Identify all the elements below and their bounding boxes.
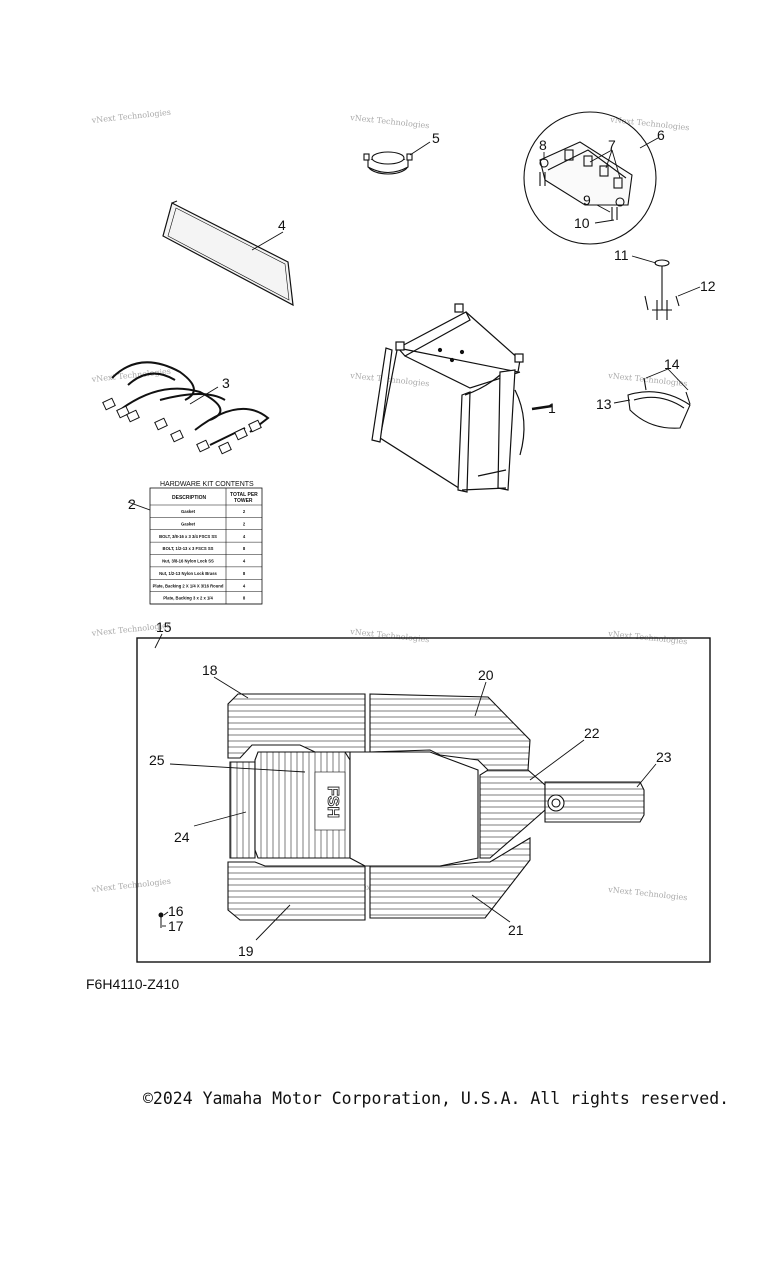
hardware-kit-row-qty: 2 — [243, 521, 246, 526]
hardware-kit-row-description: BOLT, 3/8-16 x 3 3/4 FSCS SS — [159, 534, 217, 539]
hardware-kit-row-description: Gasket — [181, 509, 196, 514]
hardware-kit-row-qty: 4 — [243, 559, 246, 564]
part-13-light — [627, 377, 691, 429]
callout-23: 23 — [656, 749, 672, 765]
hardware-kit-row-description: Plate, Backing 2 X 1/4 X 3/16 Round — [153, 583, 224, 588]
callout-13: 13 — [596, 396, 612, 412]
watermark: vNext Technologies — [609, 115, 690, 132]
mat-pieces: FSH — [227, 693, 645, 921]
hardware-kit-title: HARDWARE KIT CONTENTS — [160, 481, 254, 488]
mat-piece-22 — [479, 769, 546, 859]
watermark: vNext Technologies — [349, 113, 430, 130]
callout-9: 9 — [583, 192, 591, 208]
watermark: vNext Technologies — [607, 371, 688, 388]
hardware-kit-row-qty: 2 — [243, 509, 246, 514]
callout-22: 22 — [584, 725, 600, 741]
part-4-panel — [162, 200, 294, 307]
mat-piece-19 — [227, 861, 366, 921]
callout-24: 24 — [174, 829, 190, 845]
part-6-detail — [523, 111, 657, 245]
mat-piece-24 — [229, 761, 256, 859]
callout-10: 10 — [574, 215, 590, 231]
hardware-kit-row-description: Nut, 1/2-13 Nylon Lock Brass — [159, 571, 217, 576]
part-11-12-bolts — [644, 259, 680, 320]
callout-16: 16 — [168, 903, 184, 919]
callout-25: 25 — [149, 752, 165, 768]
callout-3: 3 — [222, 375, 230, 391]
hardware-kit-col-description: DESCRIPTION — [172, 495, 207, 501]
hardware-kit-col-total: TOTAL PER — [230, 492, 258, 498]
mat-piece-21 — [369, 837, 531, 919]
callout-1: 1 — [548, 400, 556, 416]
hardware-kit-row-description: BOLT, 1/2-13 x 3 FSCS SS — [163, 546, 214, 551]
callout-17: 17 — [168, 918, 184, 934]
mat-piece-18 — [227, 693, 366, 759]
callout-5: 5 — [432, 130, 440, 146]
callout-4: 4 — [278, 217, 286, 233]
mat-logo: FSH — [324, 786, 341, 818]
watermark: vNext Technologies — [90, 108, 171, 125]
mat-piece-20 — [369, 693, 531, 771]
hardware-kit-row-qty: 8 — [243, 596, 246, 601]
part-5-cap — [363, 151, 413, 175]
callout-19: 19 — [238, 943, 254, 959]
part-16-17-screws — [158, 912, 164, 928]
callout-21: 21 — [508, 922, 524, 938]
callout-20: 20 — [478, 667, 494, 683]
callout-12: 12 — [700, 278, 716, 294]
leader-lines — [127, 137, 701, 941]
callout-14: 14 — [664, 356, 680, 372]
hardware-kit-row-qty: 8 — [243, 546, 246, 551]
hardware-kit-row-qty: 8 — [243, 571, 246, 576]
callout-15: 15 — [156, 619, 172, 635]
hardware-kit-row-qty: 4 — [243, 534, 246, 539]
watermark: vNext Technologies — [90, 877, 171, 894]
hardware-kit-row-qty: 4 — [243, 583, 246, 588]
mat-kit-frame — [136, 637, 711, 963]
callout-11: 11 — [614, 247, 629, 263]
hardware-kit-row-description: Gasket — [181, 521, 196, 526]
part-3-harness — [102, 361, 270, 455]
hardware-kit-col-tower: TOWER — [234, 498, 253, 504]
callout-numbers: 1 2 3 4 5 6 7 8 9 10 11 12 13 14 15 16 1… — [128, 127, 716, 959]
watermark: vNext Technologies — [607, 885, 688, 902]
callout-2: 2 — [128, 496, 136, 512]
callout-18: 18 — [202, 662, 218, 678]
callout-6: 6 — [657, 127, 665, 143]
callout-8: 8 — [539, 137, 547, 153]
mat-piece-23 — [544, 781, 645, 823]
hardware-kit-table: HARDWARE KIT CONTENTS DESCRIPTION TOTAL … — [149, 481, 263, 605]
watermark: vNext Technologies — [349, 627, 430, 644]
hardware-kit-row-description: Nut, 3/8-16 Nylon Lock SS — [162, 559, 214, 564]
callout-7: 7 — [608, 137, 616, 153]
hardware-kit-row-description: Plate, Backing 3 x 2 x 1/4 — [163, 596, 213, 601]
part-1-tower — [371, 303, 553, 493]
copyright-notice: ©2024 Yamaha Motor Corporation, U.S.A. A… — [143, 1089, 730, 1108]
figure-code: F6H4110-Z410 — [86, 976, 180, 992]
